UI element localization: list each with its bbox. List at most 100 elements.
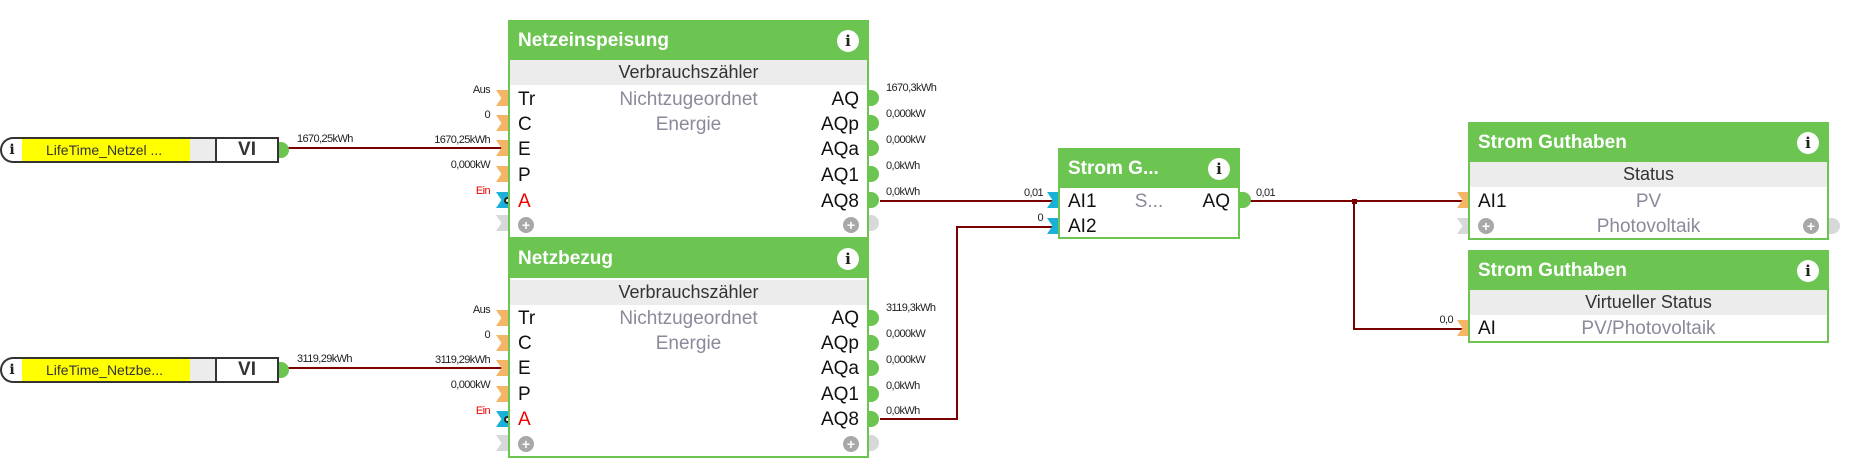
pin-label-aq: AQ bbox=[831, 89, 859, 110]
pin-label-aq1: AQ1 bbox=[820, 165, 859, 186]
input-connector-e[interactable] bbox=[496, 140, 508, 156]
output-connector-add[interactable] bbox=[867, 215, 879, 231]
pin-label-c: C bbox=[518, 333, 532, 354]
output-value-aq1: 0,0kWh bbox=[886, 380, 920, 392]
block-netzbezug[interactable]: Netzbezug i Verbrauchszähler Tr Nichtzug… bbox=[508, 238, 869, 458]
input-connector-e[interactable] bbox=[496, 360, 508, 376]
wire-vi2-to-netzbezug-e[interactable] bbox=[288, 367, 506, 369]
pin-label-aqp: AQp bbox=[820, 114, 859, 135]
block-subtitle: Verbrauchszähler bbox=[510, 60, 867, 85]
pin-label-aq1: AQ1 bbox=[820, 384, 859, 405]
wire-to-virtual-status[interactable] bbox=[1353, 328, 1466, 330]
output-connector-aq1[interactable] bbox=[867, 166, 879, 182]
output-connector-aqp[interactable] bbox=[867, 335, 879, 351]
output-value-aq1: 0,0kWh bbox=[886, 160, 920, 172]
block-strom-guthaben-status[interactable]: Strom Guthaben i Status AI1 PV Photovolt… bbox=[1468, 122, 1829, 240]
block-strom-guthaben-virtual-status[interactable]: Strom Guthaben i Virtueller Status AI PV… bbox=[1468, 250, 1829, 343]
block-header[interactable]: Strom Guthaben i bbox=[1470, 252, 1827, 290]
block-description-2: Energie bbox=[655, 333, 722, 354]
block-subtitle: Status bbox=[1470, 162, 1827, 187]
pin-label-ai2: AI2 bbox=[1068, 216, 1097, 237]
add-output-icon[interactable]: + bbox=[843, 436, 859, 452]
output-connector-aq1[interactable] bbox=[867, 386, 879, 402]
info-icon[interactable]: i bbox=[837, 248, 859, 270]
input-connector-tr[interactable] bbox=[496, 310, 508, 326]
info-icon[interactable]: i bbox=[837, 30, 859, 52]
info-icon[interactable]: i bbox=[0, 137, 22, 163]
block-header[interactable]: Strom G... i bbox=[1060, 150, 1238, 188]
input-value-c: 0 bbox=[484, 109, 490, 121]
input-connector-a-negated[interactable] bbox=[496, 411, 508, 427]
pin-label-p: P bbox=[518, 384, 531, 405]
wire-netzbezug-aq8-v[interactable] bbox=[956, 226, 958, 420]
input-connector-add[interactable] bbox=[1457, 218, 1469, 234]
block-header[interactable]: Netzbezug i bbox=[510, 240, 867, 278]
block-header[interactable]: Strom Guthaben i bbox=[1470, 124, 1827, 162]
wire-value-label: 3119,29kWh bbox=[297, 353, 353, 365]
output-connector-add[interactable] bbox=[1828, 218, 1840, 234]
pin-label-aq: AQ bbox=[831, 308, 859, 329]
info-icon[interactable]: i bbox=[0, 357, 22, 383]
output-connector[interactable] bbox=[279, 142, 289, 158]
wire-value-label: 1670,25kWh bbox=[297, 133, 353, 145]
add-input-icon[interactable]: + bbox=[518, 436, 534, 452]
output-connector[interactable] bbox=[279, 362, 289, 378]
input-connector-ai1[interactable] bbox=[1047, 192, 1059, 208]
virtual-input-name: LifeTime_Netzel ... bbox=[22, 137, 190, 163]
block-description: PV bbox=[1635, 191, 1662, 212]
output-connector-add[interactable] bbox=[867, 435, 879, 451]
input-connector-p[interactable] bbox=[496, 166, 508, 182]
input-value-tr: Aus bbox=[472, 304, 491, 316]
input-connector-p[interactable] bbox=[496, 386, 508, 402]
info-icon[interactable]: i bbox=[1208, 158, 1230, 180]
add-output-icon[interactable]: + bbox=[843, 217, 859, 233]
input-connector-ai2[interactable] bbox=[1047, 218, 1059, 234]
output-connector-aq8[interactable] bbox=[867, 192, 879, 208]
block-description-2: Energie bbox=[655, 114, 722, 135]
row-e: E AQa bbox=[510, 356, 867, 381]
virtual-input-lifetime-netzbezug[interactable]: i LifeTime_Netzbe... VI bbox=[0, 357, 290, 383]
row-ai2: AI2 bbox=[1060, 214, 1238, 239]
output-connector-aq[interactable] bbox=[1239, 192, 1251, 208]
row-p: P AQ1 bbox=[510, 163, 867, 188]
add-input-icon[interactable]: + bbox=[518, 217, 534, 233]
pin-label-a: A bbox=[518, 409, 531, 430]
pin-label-e: E bbox=[518, 139, 531, 160]
input-value-e: 3119,29kWh bbox=[435, 354, 491, 366]
info-icon[interactable]: i bbox=[1797, 132, 1819, 154]
output-connector-aq[interactable] bbox=[867, 310, 879, 326]
pin-label-c: C bbox=[518, 114, 532, 135]
output-connector-aqp[interactable] bbox=[867, 115, 879, 131]
input-connector-add[interactable] bbox=[496, 435, 508, 451]
add-output-icon[interactable]: + bbox=[1803, 218, 1819, 234]
input-connector-ai[interactable] bbox=[1457, 320, 1469, 336]
output-connector-aq8[interactable] bbox=[867, 411, 879, 427]
add-input-icon[interactable]: + bbox=[1478, 218, 1494, 234]
block-netzeinspeisung[interactable]: Netzeinspeisung i Verbrauchszähler Tr Ni… bbox=[508, 20, 869, 239]
block-header[interactable]: Netzeinspeisung i bbox=[510, 22, 867, 60]
wire-vi1-to-netzeinspeisung-e[interactable] bbox=[288, 147, 506, 149]
input-connector-c[interactable] bbox=[496, 115, 508, 131]
input-connector-tr[interactable] bbox=[496, 90, 508, 106]
block-subtitle: Verbrauchszähler bbox=[510, 280, 867, 305]
output-value-aqa: 0,000kW bbox=[886, 354, 926, 366]
wire-netzbezug-aq8-h[interactable] bbox=[880, 418, 958, 420]
wire-junction-down[interactable] bbox=[1353, 200, 1355, 329]
output-connector-aqa[interactable] bbox=[867, 140, 879, 156]
block-description: Nichtzugeordnet bbox=[619, 89, 758, 110]
input-connector-a-negated[interactable] bbox=[496, 192, 508, 208]
block-strom-sum[interactable]: Strom G... i AI1 S... AQ AI2 bbox=[1058, 148, 1240, 239]
pin-label-aq: AQ bbox=[1202, 191, 1230, 212]
block-title: Strom G... bbox=[1068, 158, 1159, 179]
wire-netzeinspeisung-aq8-to-ai1[interactable] bbox=[880, 200, 1054, 202]
info-icon[interactable]: i bbox=[1797, 260, 1819, 282]
wire-to-ai2[interactable] bbox=[956, 226, 1054, 228]
virtual-input-lifetime-netzeinspeisung[interactable]: i LifeTime_Netzel ... VI bbox=[0, 137, 290, 163]
input-connector-ai1[interactable] bbox=[1457, 192, 1469, 208]
input-connector-add[interactable] bbox=[496, 215, 508, 231]
input-connector-c[interactable] bbox=[496, 335, 508, 351]
output-connector-aqa[interactable] bbox=[867, 360, 879, 376]
wire-sum-aq-to-status[interactable] bbox=[1250, 200, 1466, 202]
output-connector-aq[interactable] bbox=[867, 90, 879, 106]
input-value-a: Ein bbox=[475, 405, 491, 417]
